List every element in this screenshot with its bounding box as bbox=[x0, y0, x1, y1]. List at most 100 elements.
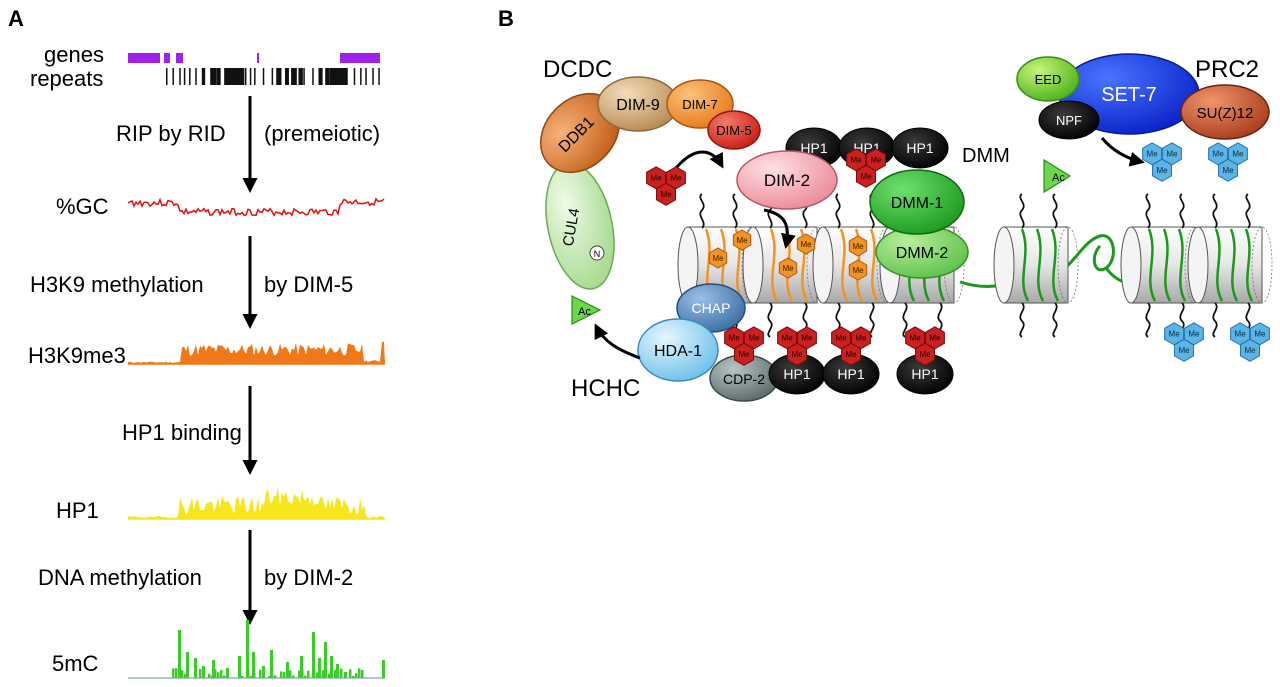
suz12-protein: SU(Z)12 bbox=[1180, 84, 1270, 140]
methyl-mark: Me bbox=[734, 342, 754, 366]
repeat-mark bbox=[276, 68, 282, 85]
methyl-mark: Me bbox=[841, 342, 861, 366]
mc-minor-peak bbox=[316, 672, 319, 678]
methyl-hex bbox=[856, 164, 876, 188]
hp1-body bbox=[891, 127, 949, 169]
methyl-mark: Me bbox=[1240, 338, 1260, 362]
mc-minor-peak bbox=[298, 670, 301, 678]
mc-minor-peak bbox=[208, 673, 211, 678]
repeat-mark bbox=[238, 68, 245, 85]
mc-minor-peak bbox=[184, 673, 187, 678]
methyl-label: Me bbox=[736, 236, 748, 245]
nucleosome-6-dna-wrap bbox=[1162, 228, 1172, 302]
mc-minor-peak bbox=[358, 668, 361, 678]
histone-tail bbox=[1212, 193, 1218, 229]
methyl-hex bbox=[732, 229, 752, 251]
repeat-mark bbox=[166, 68, 168, 85]
mc-minor-peak bbox=[319, 672, 322, 678]
methyl-mark: Me bbox=[1218, 158, 1238, 182]
methyl-label: Me bbox=[1147, 150, 1159, 159]
mc-minor-peak bbox=[211, 675, 214, 678]
svg-text:DIM-5: DIM-5 bbox=[716, 123, 751, 138]
dcdc-label: DCDC bbox=[543, 56, 612, 83]
svg-text:CHAP: CHAP bbox=[692, 300, 731, 316]
repeat-mark bbox=[365, 68, 367, 85]
methyl-label: Me bbox=[1169, 330, 1181, 339]
methyl-label: Me bbox=[660, 190, 672, 199]
repeat-mark bbox=[353, 68, 356, 85]
gene-block bbox=[176, 53, 183, 63]
mc-minor-peak bbox=[301, 668, 304, 678]
mc-peak bbox=[238, 656, 241, 678]
gene-block bbox=[340, 53, 380, 63]
mc-minor-peak bbox=[289, 670, 292, 678]
mc-peak bbox=[252, 652, 255, 678]
methyl-mark: Me bbox=[787, 342, 807, 366]
svg-text:DMM-1: DMM-1 bbox=[891, 195, 944, 212]
methyl-label: Me bbox=[852, 242, 864, 251]
histone-tail bbox=[1245, 193, 1251, 229]
mc-peak bbox=[212, 660, 215, 678]
methyl-mark: Me bbox=[915, 342, 935, 366]
mc-peak bbox=[262, 666, 265, 678]
mc-minor-peak bbox=[283, 672, 286, 678]
step-dna-meth-label: DNA methylation bbox=[38, 565, 202, 590]
mc-minor-peak bbox=[304, 675, 307, 678]
mc-peak bbox=[330, 656, 333, 678]
repeat-mark bbox=[244, 68, 247, 85]
methyl-mark: Me bbox=[732, 229, 752, 251]
svg-text:Ac: Ac bbox=[578, 306, 591, 318]
repeat-mark bbox=[183, 68, 186, 85]
methyl-label: Me bbox=[748, 334, 760, 343]
mc-minor-peak bbox=[355, 673, 358, 678]
repeat-mark bbox=[189, 68, 191, 85]
arrow-dcdc-to-dim2 bbox=[674, 150, 724, 169]
nucleosome-5-dna-wrap bbox=[1050, 228, 1060, 302]
mc-minor-peak bbox=[253, 672, 256, 678]
panel-b-label: B bbox=[498, 6, 514, 31]
repeat-mark bbox=[284, 68, 289, 85]
methyl-hex bbox=[848, 235, 868, 257]
methyl-label: Me bbox=[1213, 150, 1225, 159]
genes-track bbox=[128, 53, 380, 63]
repeat-mark bbox=[216, 68, 221, 85]
histone-tail bbox=[1145, 302, 1151, 338]
hp1-label: HP1 bbox=[800, 140, 827, 156]
gene-block bbox=[128, 53, 160, 63]
step-h3k9-label: H3K9 methylation bbox=[30, 272, 204, 297]
svg-text:CDP-2: CDP-2 bbox=[723, 371, 765, 387]
methyl-mark: Me bbox=[796, 233, 816, 255]
methyl-label: Me bbox=[738, 350, 750, 359]
methyl-label: Me bbox=[919, 350, 931, 359]
dmm-label: DMM bbox=[962, 145, 1010, 167]
mc-peak bbox=[336, 664, 339, 678]
n-terminus-marker bbox=[589, 245, 605, 261]
histone-tail bbox=[1052, 302, 1058, 338]
nucleosome-5-face bbox=[993, 226, 1015, 304]
mc-minor-peak bbox=[268, 675, 271, 678]
repeat-mark bbox=[312, 68, 314, 85]
methyl-label: Me bbox=[1232, 150, 1244, 159]
methyl-label: Me bbox=[1156, 166, 1168, 175]
mc-minor-peak bbox=[238, 673, 241, 678]
methyl-label: Me bbox=[929, 334, 941, 343]
nucleosome-2-dna-wrap bbox=[769, 228, 779, 302]
methyl-hex bbox=[708, 247, 728, 269]
nucleosome-5-dna-wrap bbox=[1020, 228, 1030, 302]
mc-peak bbox=[194, 658, 197, 678]
mc-minor-peak bbox=[199, 668, 202, 678]
prc2-label: PRC2 bbox=[1195, 56, 1259, 83]
step-rip-label: RIP by RID bbox=[116, 121, 226, 146]
methyl-label: Me bbox=[1166, 150, 1178, 159]
methyl-hex bbox=[778, 257, 798, 279]
repeat-mark bbox=[262, 68, 265, 85]
methyl-label: Me bbox=[836, 334, 848, 343]
mc-minor-peak bbox=[259, 669, 262, 678]
methyl-label: Me bbox=[870, 156, 882, 165]
methyl-hex bbox=[734, 342, 754, 366]
mc-minor-peak bbox=[274, 675, 277, 678]
h3k9me3-label: H3K9me3 bbox=[28, 343, 126, 368]
panel-a-label: A bbox=[8, 6, 24, 31]
svg-text:DIM-2: DIM-2 bbox=[764, 171, 810, 190]
